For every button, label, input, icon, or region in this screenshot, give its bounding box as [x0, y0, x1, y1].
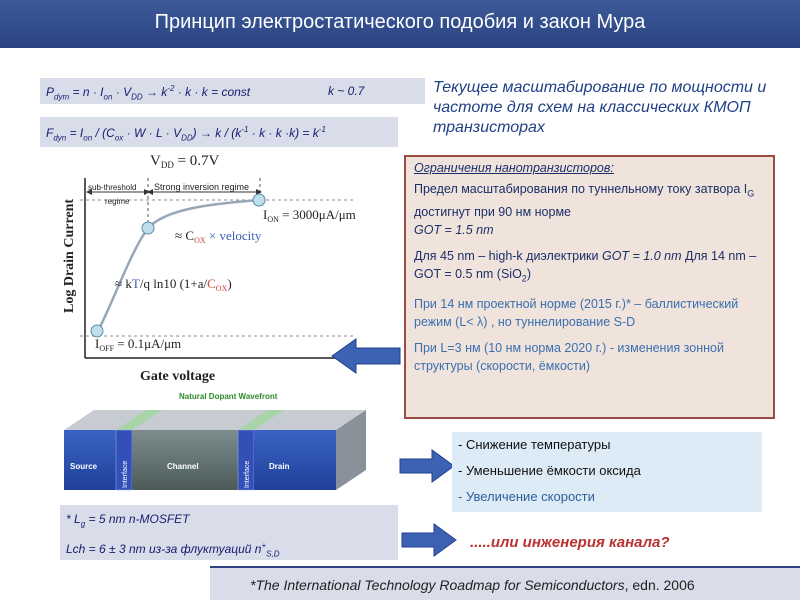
knee-point [141, 221, 155, 235]
frequency-formula-box [40, 117, 398, 147]
power-formula-box [40, 78, 425, 104]
drain-region [254, 430, 336, 490]
strong-inversion-label: Strong inversion regime [154, 182, 249, 192]
right-arrow-icon [399, 449, 455, 483]
mosfet-gate-length: * Lg = 5 nm n-MOSFET [66, 512, 190, 529]
drain-wavefront [238, 410, 284, 430]
limits-tunnel: Предел масштабирования по туннельному то… [414, 182, 755, 237]
left-arrow-icon [331, 338, 401, 374]
nanotransistor-limits-box: Ограничения нанотранзисторов: Предел мас… [404, 155, 775, 419]
trend-list: - Снижение температуры - Уменьшение ёмко… [452, 432, 762, 512]
source-wavefront [116, 410, 162, 430]
source-region [64, 430, 116, 490]
right-arrow-icon-2 [401, 523, 457, 557]
list-item: - Увеличение скорости [458, 489, 595, 504]
source-label: Source [70, 462, 98, 471]
cox-velocity-label: ≈ COX × velocity [175, 228, 262, 245]
interface-label-right: Interface [244, 461, 251, 488]
subthreshold-label: sub-threshold [88, 183, 136, 192]
channel-region [132, 430, 238, 490]
ioff-point [90, 324, 104, 338]
limits-ballistic: При 14 нм проектной норме (2015 г.)* – б… [414, 297, 739, 329]
power-formula: Pdym = n · Ion · VDD → k-2 · k · k = con… [46, 84, 251, 102]
itrs-citation: *The International Technology Roadmap fo… [250, 577, 695, 593]
page-title: Принцип электростатического подобия и за… [154, 11, 646, 33]
list-item: - Уменьшение ёмкости оксида [458, 463, 641, 478]
list-item: - Снижение температуры [458, 437, 611, 452]
ioff-label: IOFF = 0.1μA/μm [95, 336, 181, 353]
wavefront-label: Natural Dopant Wavefront [179, 392, 278, 401]
ion-point [252, 193, 266, 207]
device-side [336, 410, 366, 490]
iv-curve [95, 198, 261, 334]
iv-curve-graph: VDD = 0.7V sub-threshold regime Strong i… [62, 153, 356, 384]
channel-label: Channel [167, 462, 199, 471]
ion-label: ION = 3000μA/μm [263, 207, 356, 224]
x-axis-label: Gate voltage [140, 369, 215, 384]
limits-highk: Для 45 nm – high-k диэлектрики GOT = 1.0… [414, 248, 757, 284]
scaling-note: Текущее масштабирование по мощности и ча… [433, 79, 767, 136]
channel-engineering-question: .....или инженерия канала? [470, 534, 670, 551]
vdd-label: VDD = 0.7V [150, 153, 220, 170]
limits-band-structure: При L=3 нм (10 нм норма 2020 г.) - измен… [414, 341, 724, 373]
limits-heading: Ограничения нанотранзисторов: [414, 161, 614, 175]
subthreshold-slope-label: ≈ kT/q ln10 (1+a/COX) [115, 276, 232, 293]
mosfet-diagram: Natural Dopant Wavefront Source Channel … [64, 392, 366, 491]
regime-label: regime [105, 197, 130, 206]
interface-label-left: Interface [122, 461, 129, 488]
device-top [64, 410, 366, 430]
header-bar: Принцип электростатического подобия и за… [0, 0, 800, 48]
mosfet-note-box: * Lg = 5 nm n-MOSFET Lch = 6 ± 3 nm из-з… [60, 505, 398, 560]
k-value: k ~ 0.7 [328, 84, 365, 98]
drain-label: Drain [269, 462, 290, 471]
footer-bar: *The International Technology Roadmap fo… [210, 566, 800, 600]
y-axis-label: Log Drain Current [62, 199, 77, 313]
frequency-formula: Fdyn = Ion / (Cox · W · L · VDD) → k / (… [46, 125, 326, 143]
mosfet-channel-length: Lch = 6 ± 3 nm из-за флуктуаций n+S,D [66, 541, 280, 559]
